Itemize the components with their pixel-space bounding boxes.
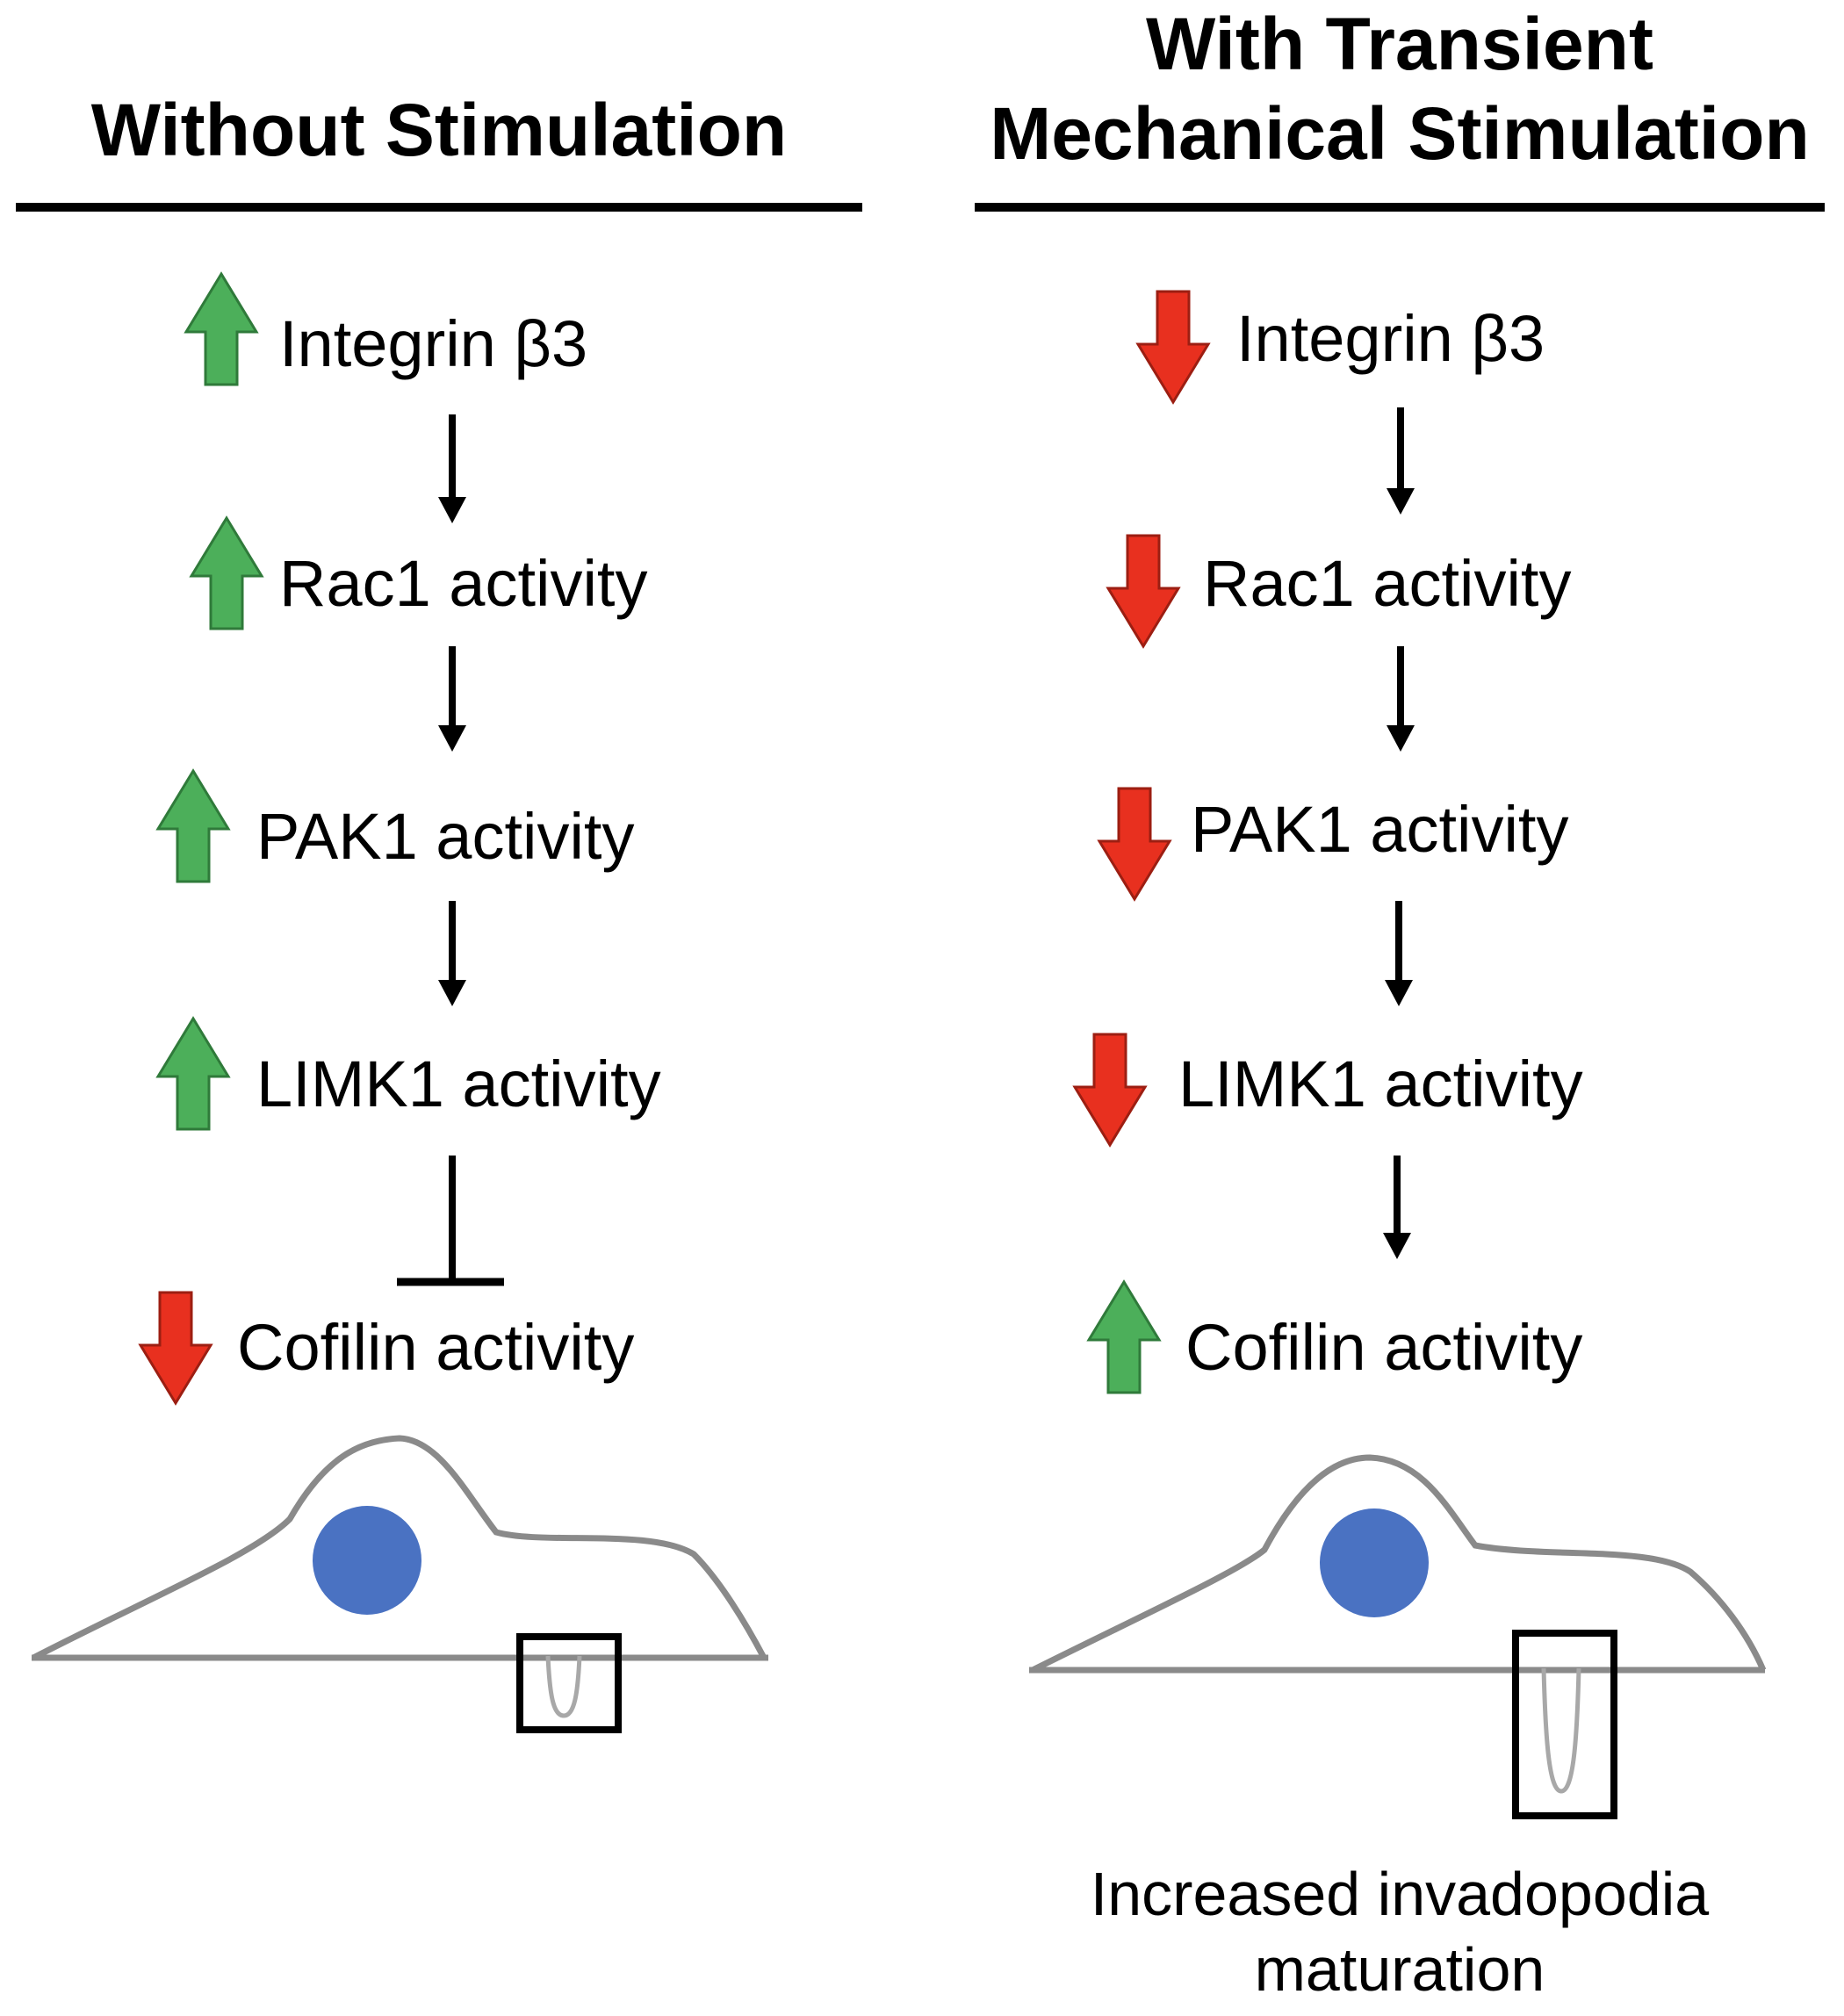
left-arrow-cofilin-down-icon (138, 1291, 213, 1406)
left-label-pak1: PAK1 activity (256, 800, 635, 873)
right-connector-4 (1383, 1156, 1411, 1259)
left-heading: Without Stimulation (90, 89, 788, 171)
left-connector-1 (438, 414, 466, 523)
right-connector-3 (1385, 901, 1413, 1006)
right-cell-outline (1031, 1454, 1767, 1674)
right-arrow-integrin-down-icon (1135, 290, 1211, 405)
left-label-rac1: Rac1 activity (279, 547, 648, 620)
right-caption-line2: maturation (1254, 1935, 1545, 2004)
left-arrow-integrin-up-icon (184, 271, 259, 386)
right-caption-line1: Increased invadopodia (1090, 1860, 1710, 1928)
left-connector-3 (438, 901, 466, 1006)
left-invadopodium (545, 1655, 582, 1718)
left-label-cofilin: Cofilin activity (237, 1311, 635, 1384)
left-cell (32, 1435, 768, 1733)
left-cell-nucleus (313, 1506, 421, 1615)
right-cell (1029, 1454, 1767, 1819)
right-label-rac1: Rac1 activity (1203, 547, 1572, 620)
right-label-limk1: LIMK1 activity (1178, 1048, 1583, 1120)
right-connector-2 (1387, 646, 1415, 752)
left-label-integrin: Integrin β3 (279, 307, 588, 380)
right-arrow-rac1-down-icon (1106, 534, 1181, 649)
right-heading-line2: Mechanical Stimulation (990, 92, 1810, 175)
right-arrow-limk1-down-icon (1072, 1033, 1148, 1148)
left-arrow-limk1-up-icon (155, 1016, 231, 1131)
right-label-integrin: Integrin β3 (1236, 302, 1545, 375)
left-cell-outline (32, 1435, 767, 1661)
right-label-pak1: PAK1 activity (1191, 793, 1569, 866)
right-invadopodium-box (1512, 1630, 1617, 1819)
right-label-cofilin: Cofilin activity (1185, 1311, 1583, 1384)
right-invadopodium (1541, 1667, 1581, 1794)
left-connector-2 (438, 646, 466, 752)
left-inhibition-connector (397, 1156, 504, 1286)
left-label-limk1: LIMK1 activity (256, 1048, 661, 1120)
left-invadopodium-box (516, 1633, 622, 1733)
left-arrow-pak1-up-icon (155, 768, 231, 883)
right-cell-nucleus (1320, 1508, 1429, 1617)
right-arrow-pak1-down-icon (1097, 787, 1172, 902)
right-connector-1 (1387, 407, 1415, 515)
left-arrow-rac1-up-icon (189, 515, 264, 630)
right-heading-line1: With Transient (1146, 3, 1653, 85)
right-arrow-cofilin-up-icon (1086, 1279, 1162, 1394)
